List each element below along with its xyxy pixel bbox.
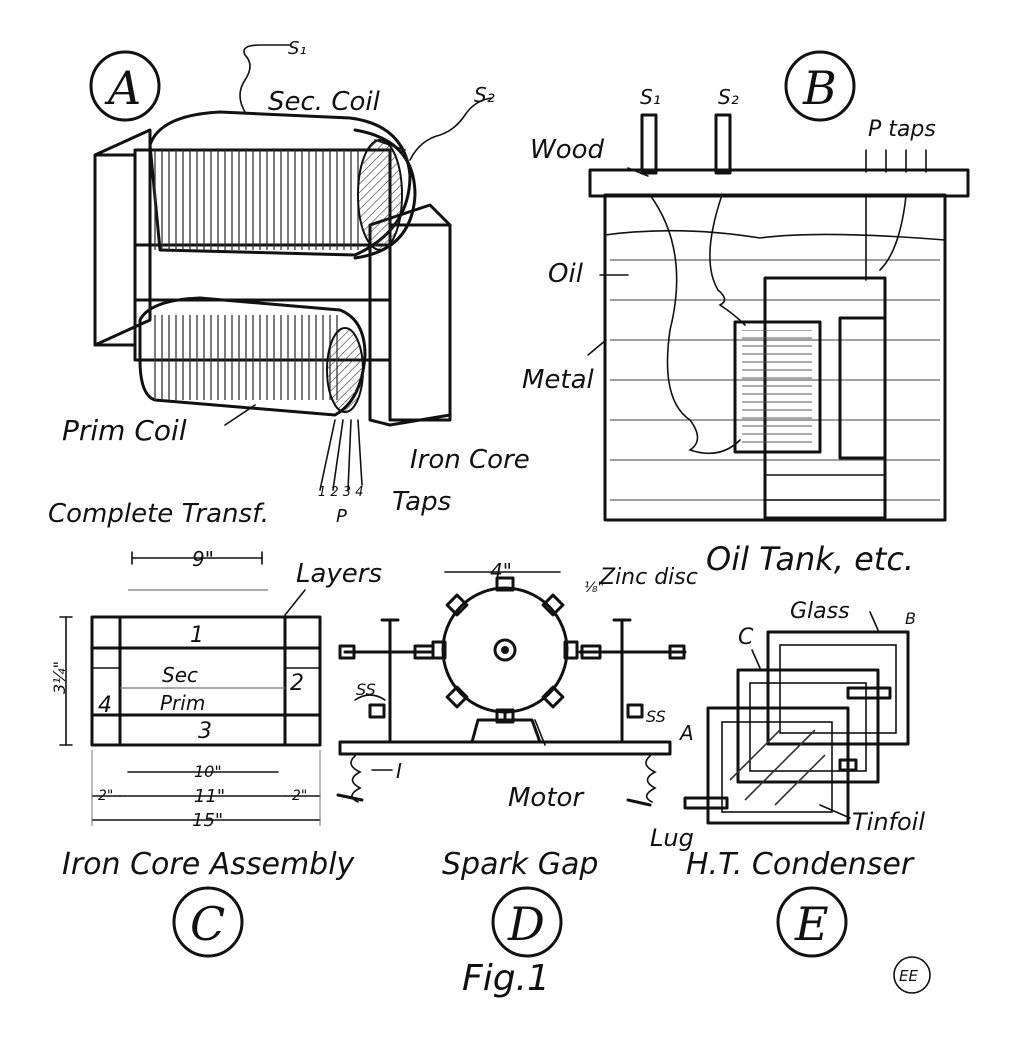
dim-c-10: 10" [194, 762, 222, 781]
dim-c-2a: 2" [98, 788, 113, 804]
label-b-p-taps: P taps [868, 117, 936, 142]
label-b-s2: S₂ [718, 85, 739, 109]
panel-d: 4" ⅛" Zinc disc [336, 559, 698, 958]
panel-a-letter: A [104, 61, 141, 115]
label-a-s2: S₂ [474, 83, 495, 107]
label-e-tinfoil: Tinfoil [852, 808, 925, 836]
panel-e-letter-circle [776, 886, 848, 958]
figure-caption: Fig.1 [462, 958, 550, 999]
spark-gap-drawing [336, 576, 687, 807]
panel-b-letter: B [802, 61, 837, 115]
label-c-part3: 3 [198, 719, 212, 744]
oil-tank-drawing [587, 113, 970, 522]
panel-a-title: Complete Transf. [48, 499, 269, 529]
label-c-layers: Layers [296, 559, 382, 589]
dim-c-top: 9" [192, 547, 214, 571]
label-c-part4: 4 [98, 693, 112, 718]
panel-c-letter: C [190, 897, 225, 951]
label-a-tap-numbers: 1 2 3 4 [318, 485, 363, 500]
label-a-taps: Taps [392, 487, 451, 517]
dim-c-height: 3¼" [50, 661, 69, 694]
label-b-oil: Oil [548, 259, 584, 289]
panel-c: 9" Layers 1 2 3 4 Sec Prim 3¼" 10" 11" [50, 547, 382, 958]
panel-d-letter: D [507, 897, 545, 951]
panel-b: B [522, 50, 970, 578]
panel-d-letter-circle [491, 886, 563, 958]
label-a-sec-coil: Sec. Coil [268, 87, 381, 117]
label-a-s1: S₁ [288, 38, 307, 59]
dim-c-11: 11" [194, 786, 225, 807]
panel-c-title: Iron Core Assembly [62, 847, 356, 882]
label-e-lug: Lug [650, 824, 694, 852]
label-b-metal: Metal [522, 365, 595, 395]
label-d-motor: Motor [508, 783, 585, 813]
label-d-i: I [396, 759, 402, 783]
label-a-iron-core: Iron Core [410, 445, 530, 475]
label-a-prim-coil: Prim Coil [62, 414, 187, 447]
label-d-ss-right: SS [646, 707, 666, 726]
panel-a-letter-circle [89, 50, 161, 122]
dim-c-2b: 2" [292, 788, 307, 804]
label-b-wood: Wood [530, 135, 605, 165]
label-d-zinc-disc: Zinc disc [599, 565, 698, 590]
label-c-sec: Sec [162, 663, 198, 687]
panel-a: A [48, 38, 530, 529]
signature: EE [899, 967, 918, 985]
panel-e: Glass B C A Tinfoil [650, 599, 925, 958]
transformer-drawing [93, 44, 493, 491]
label-e-glass: Glass [790, 599, 850, 624]
panel-e-letter: E [794, 897, 829, 951]
panel-d-title: Spark Gap [442, 847, 598, 882]
label-e-b: B [905, 609, 916, 628]
signature-circle [893, 956, 931, 994]
dim-c-15: 15" [192, 810, 223, 831]
label-e-a: A [678, 721, 694, 745]
label-d-ss-left: SS [356, 680, 376, 699]
label-c-part1: 1 [190, 623, 204, 648]
core-assembly-drawing [90, 615, 322, 747]
condenser-drawing [683, 611, 910, 825]
panel-c-letter-circle [172, 886, 244, 958]
panel-b-letter-circle [784, 50, 856, 122]
label-e-c: C [738, 625, 754, 650]
label-b-s1: S₁ [640, 85, 661, 109]
dim-d-small: ⅛" [584, 580, 604, 596]
label-a-p: P [336, 506, 347, 527]
panel-e-title: H.T. Condenser [686, 847, 915, 882]
panel-b-title: Oil Tank, etc. [706, 540, 914, 578]
label-c-part2: 2 [290, 671, 304, 696]
label-c-prim: Prim [160, 691, 205, 715]
